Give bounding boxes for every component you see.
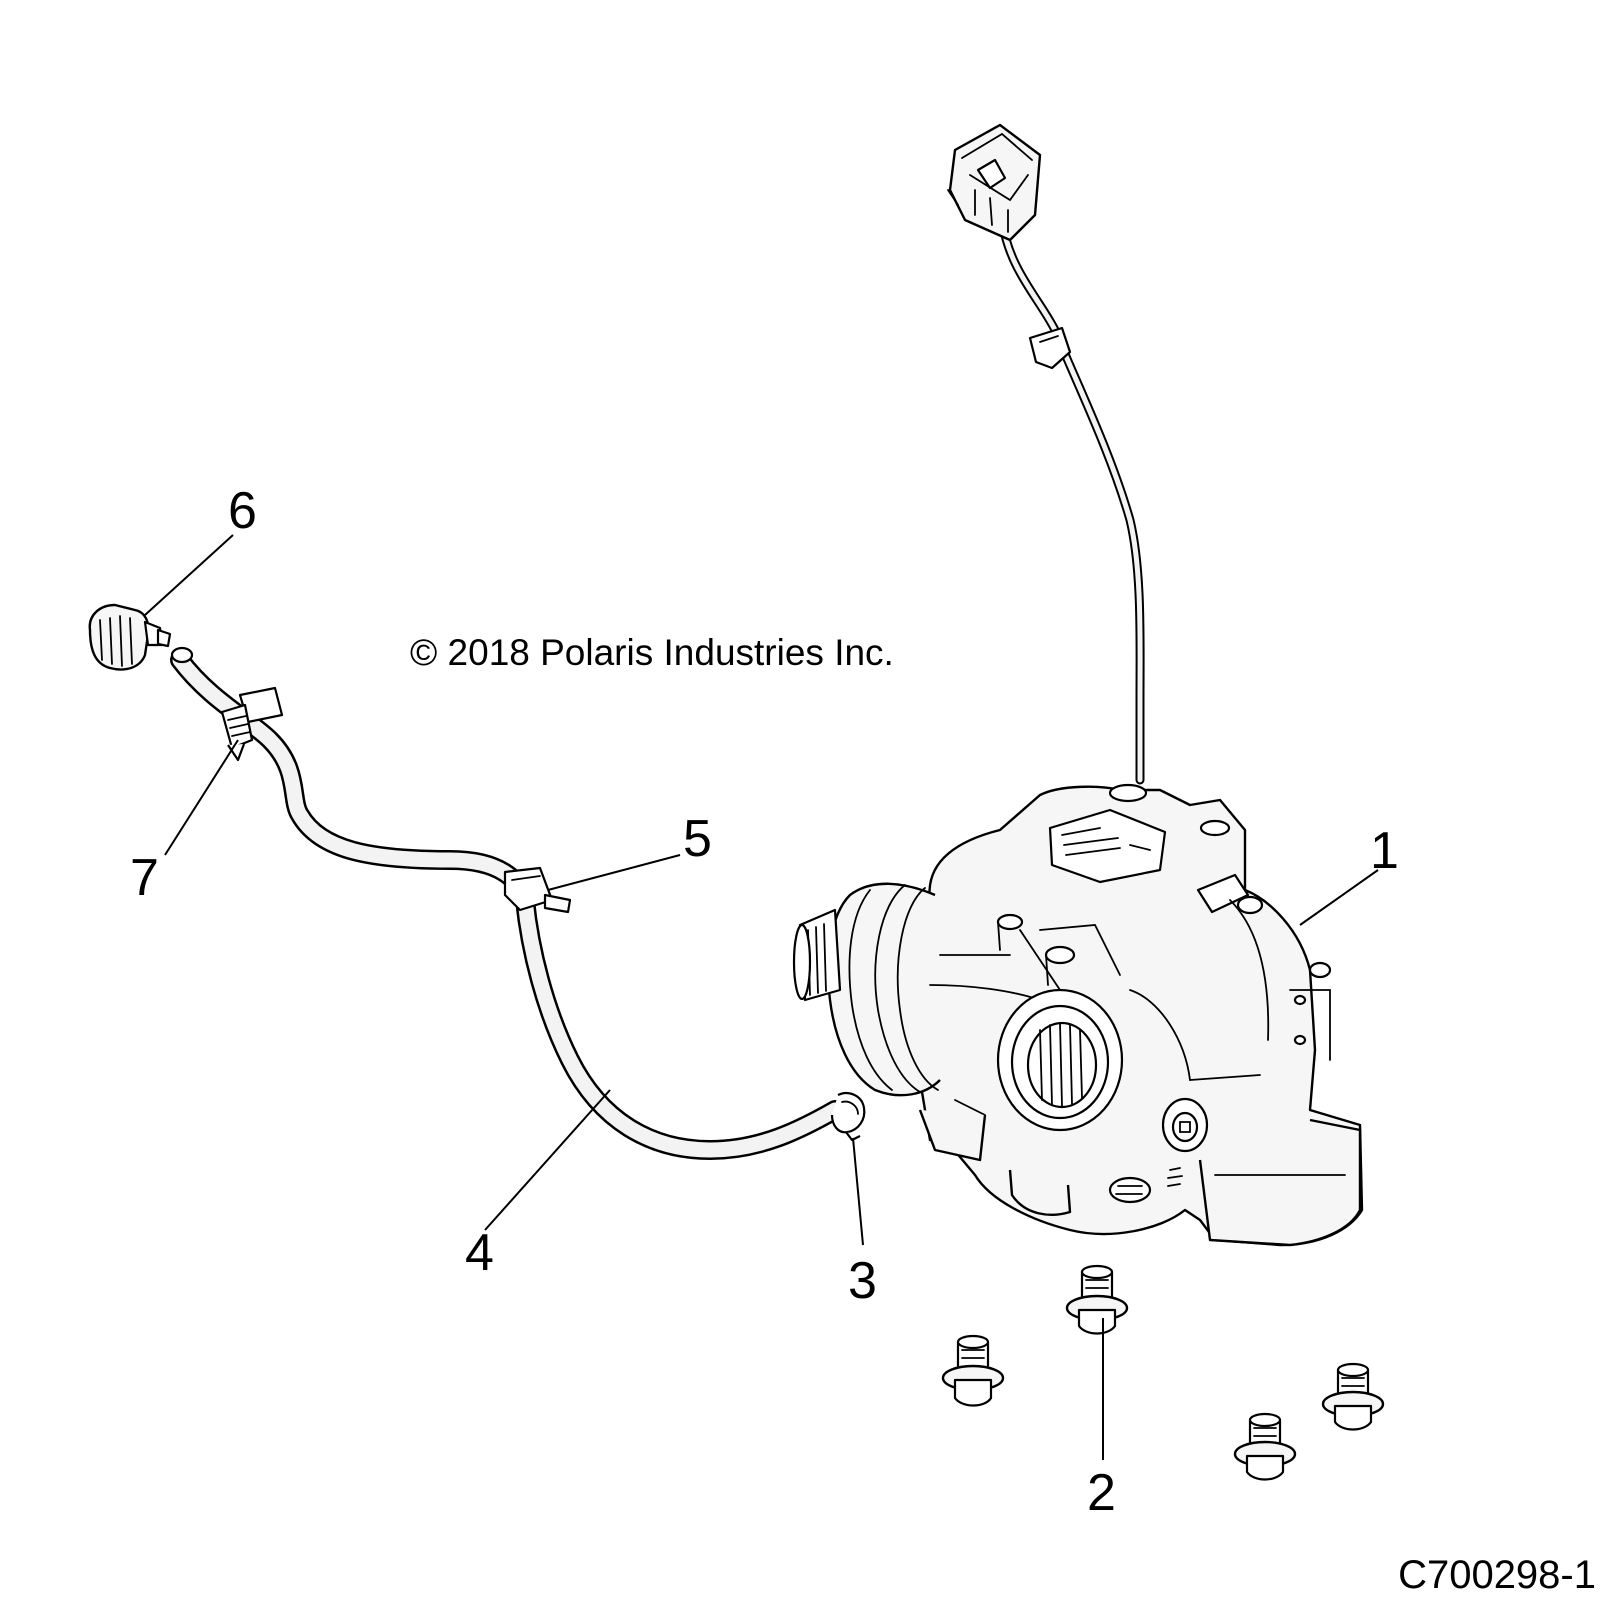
drain-plug — [1161, 1097, 1209, 1153]
leader-lines — [144, 534, 1379, 1460]
leader-7 — [164, 739, 239, 856]
leader-6 — [144, 534, 234, 616]
harness-clip — [1028, 326, 1072, 370]
callout-1: 1 — [1370, 822, 1399, 880]
leader-5 — [547, 854, 681, 891]
front-gearcase — [792, 783, 1364, 1247]
mounting-bolt-1 — [941, 1334, 1005, 1407]
copyright-notice: © 2018 Polaris Industries Inc. — [410, 632, 894, 673]
hose-clamp — [830, 1091, 866, 1142]
callout-6: 6 — [228, 482, 257, 540]
figure-id: C700298-1 — [1398, 1553, 1596, 1597]
mounting-bolt-3 — [1321, 1362, 1385, 1431]
vent-fitting — [88, 603, 172, 671]
callout-4: 4 — [465, 1224, 494, 1282]
callout-3: 3 — [848, 1252, 877, 1310]
output-bore — [996, 988, 1124, 1132]
leader-1 — [1299, 869, 1379, 926]
mounting-bolt-2 — [1065, 1264, 1129, 1335]
vent-hose — [170, 646, 845, 1160]
leader-3 — [852, 1137, 864, 1246]
input-shaft — [792, 908, 842, 1002]
electrical-connector — [947, 123, 1042, 242]
callout-7: 7 — [130, 849, 159, 907]
wire-harness — [998, 220, 1145, 785]
hose-clip — [503, 866, 572, 914]
mounting-bolt-4 — [1233, 1412, 1297, 1481]
leader-4 — [484, 1089, 611, 1231]
callout-5: 5 — [683, 810, 712, 868]
callout-2: 2 — [1087, 1464, 1116, 1522]
